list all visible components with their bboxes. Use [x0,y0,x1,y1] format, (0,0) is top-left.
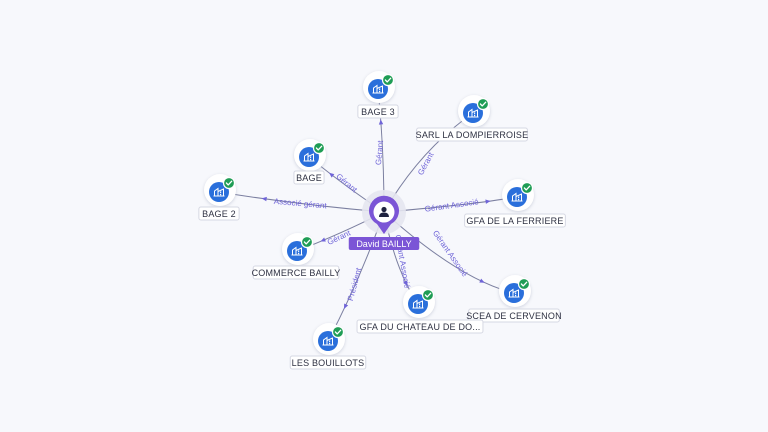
company-circle [463,103,483,123]
edge-label-bouillots: Président [346,266,364,302]
edge-arrow-scea [479,278,485,283]
edge-arrow-gfa_ferriere [485,199,491,204]
node-label-gfa_chateau: GFA DU CHATEAU DE DO... [360,322,481,332]
building-icon [508,288,520,298]
check-badge-icon [421,288,435,302]
company-node-bage[interactable]: BAGE [293,139,326,185]
node-label-bg [464,213,566,228]
company-circle [507,187,527,207]
check-badge-icon [517,277,531,291]
center-label-bg [348,237,420,250]
check-badge-icon [312,141,326,155]
company-node-bouillots[interactable]: LES BOUILLOTS [289,323,367,370]
node-label-sarl: SARL LA DOMPIERROISE [416,130,529,140]
check-badge-icon [222,176,236,190]
node-label-bg [293,170,325,185]
company-node-bage3[interactable]: BAGE 3 [357,71,399,119]
edge-arrow-bouillots [344,303,349,310]
edge-arrow-bage [329,172,335,178]
check-badge-icon [331,325,345,339]
node-label-gfa_ferriere: GFA DE LA FERRIERE [466,216,563,226]
edge-arrow-bage2 [261,196,267,202]
node-label-bg [198,206,240,221]
node-label-bg [357,104,399,119]
building-icon [467,108,479,118]
edge-label-bage2: Associé gérant [273,197,327,211]
company-node-gfa_chateau[interactable]: GFA DU CHATEAU DE DO... [356,286,484,334]
edge-arrow-gfa_chateau [403,280,408,286]
edge-arrow-bage3 [378,119,384,125]
company-node-commerce[interactable]: COMMERCE BAILLY [252,233,341,280]
node-label-bage2: BAGE 2 [202,209,236,219]
center-name-label: David BAILLY [356,239,411,249]
company-node-sarl[interactable]: SARL LA DOMPIERROISE [416,95,529,142]
building-icon [511,192,523,202]
building-icon [372,84,384,94]
edge-label-bage: Gérant [334,172,359,195]
building-icon [303,152,315,162]
node-label-bg [356,319,484,334]
node-label-bage: BAGE [296,173,322,183]
check-badge-icon [300,235,314,249]
node-label-bg [289,355,367,370]
building-icon [213,187,225,197]
person-node-center[interactable]: David BAILLY [348,190,420,250]
edge-label-commerce: Gérant [326,228,353,247]
company-circle [287,241,307,261]
building-icon [412,299,424,309]
edge-label-sarl: Gérant [416,150,436,177]
company-circle [368,79,388,99]
edge-label-gfa_ferriere: Gérant Associé [424,197,480,214]
check-badge-icon [520,181,534,195]
company-circle [408,294,428,314]
company-circle [318,331,338,351]
person-icon [379,206,389,217]
node-label-bg [468,308,560,323]
company-node-gfa_ferriere[interactable]: GFA DE LA FERRIERE [464,179,566,228]
building-icon [291,246,303,256]
company-node-bage2[interactable]: BAGE 2 [198,174,240,221]
edge-arrow-commerce [320,237,326,242]
company-circle [299,147,319,167]
node-label-bg [252,265,340,280]
node-label-scea: SCEA DE CERVENON [466,311,562,321]
node-label-bage3: BAGE 3 [361,107,395,117]
company-node-scea[interactable]: SCEA DE CERVENON [466,275,562,323]
company-circle [209,182,229,202]
node-label-bouillots: LES BOUILLOTS [292,358,365,368]
node-label-bg [416,127,528,142]
check-badge-icon [381,73,395,87]
building-icon [322,336,334,346]
node-label-commerce: COMMERCE BAILLY [252,268,341,278]
edge-label-bage3: Gérant [374,139,385,165]
company-circle [504,283,524,303]
check-badge-icon [476,97,490,111]
